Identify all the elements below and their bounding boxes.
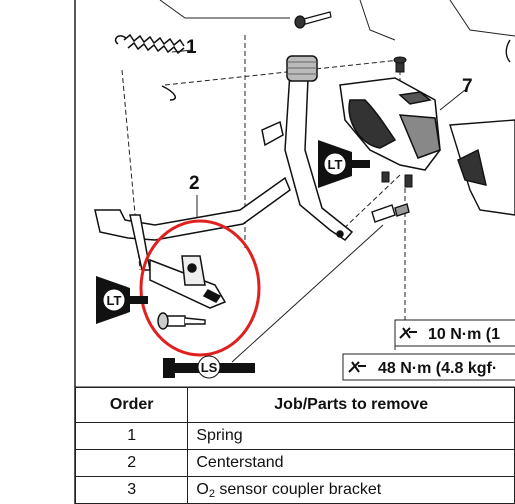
pin-bolt — [157, 312, 206, 330]
pedal-lever — [261, 55, 354, 241]
bolt-top — [294, 11, 332, 29]
ls-badge: LS — [163, 355, 255, 379]
wrench-icon — [348, 361, 366, 373]
callout-7: 7 — [462, 76, 473, 97]
torque-spec-10nm-label: 10 N·m (1 — [428, 326, 500, 343]
row-job: Spring — [187, 422, 515, 450]
row-order: 2 — [74, 449, 189, 477]
table-header-row: Order Job/Parts to remove — [74, 387, 515, 423]
pivot-bolt — [371, 203, 410, 223]
upper-outline — [159, 0, 515, 41]
lt-badge-lower-label: LT — [107, 293, 122, 308]
callout-2: 2 — [189, 173, 200, 194]
torque-spec-48nm-label: 48 N·m (4.8 kgf· — [378, 360, 497, 377]
callout-1: 1 — [186, 37, 197, 58]
row-job: O2 sensor coupler bracket — [187, 476, 515, 504]
row-order: 1 — [74, 422, 189, 450]
lt-badge-upper-label: LT — [328, 157, 343, 172]
torque-spec-10nm: 10 N·m (1 — [394, 319, 515, 347]
spring-part — [114, 33, 185, 101]
row-job: Centerstand — [187, 449, 515, 477]
table-row: 2 Centerstand — [74, 449, 515, 477]
lt-badge-upper: LT — [318, 140, 370, 188]
column-header-job: Job/Parts to remove — [187, 387, 515, 423]
centerstand-part — [94, 176, 291, 309]
parts-removal-table: Order Job/Parts to remove 1 Spring 2 Cen… — [74, 387, 515, 504]
highlight-circle — [139, 219, 261, 357]
wrench-icon — [399, 327, 417, 339]
lt-badge-lower: LT — [96, 276, 148, 324]
bracket-bolts — [381, 56, 413, 188]
ls-badge-label: LS — [201, 360, 218, 375]
right-component — [449, 39, 515, 216]
row-job-prefix: O — [196, 480, 209, 498]
row-job-suffix: sensor coupler bracket — [214, 480, 382, 498]
column-header-order: Order — [74, 387, 189, 423]
torque-spec-48nm: 48 N·m (4.8 kgf· — [342, 353, 515, 381]
coupler-bracket-part — [339, 77, 441, 171]
table-row: 3 O2 sensor coupler bracket — [74, 476, 515, 504]
table-row: 1 Spring — [74, 422, 515, 450]
row-job-subscript: 2 — [208, 487, 215, 500]
row-order: 3 — [74, 476, 189, 504]
